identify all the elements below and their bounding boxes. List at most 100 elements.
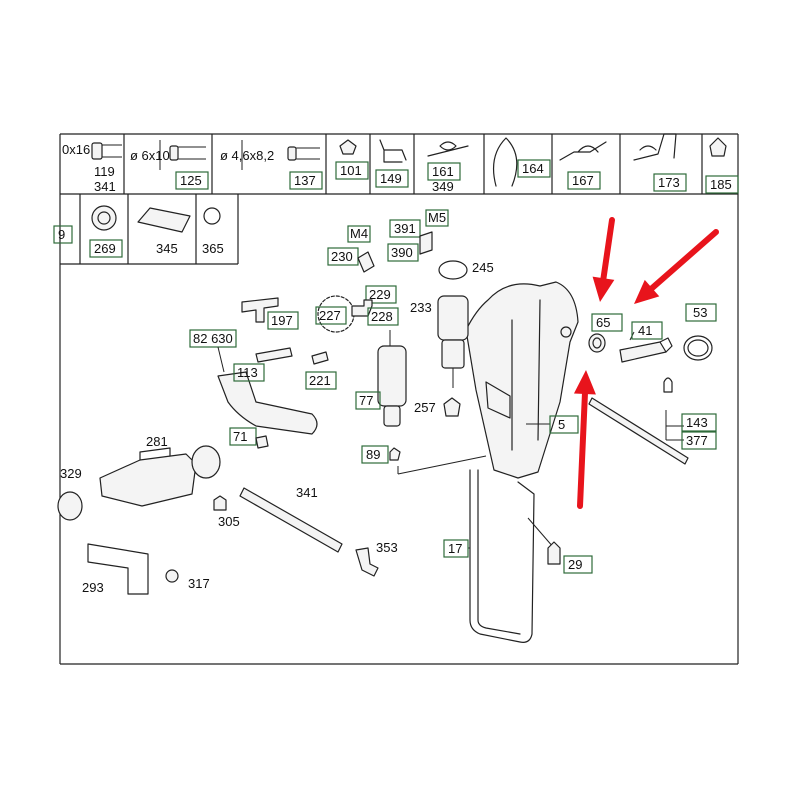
part-82630: 82 630 — [189, 329, 318, 435]
part-number: 119 — [94, 164, 115, 179]
part-230: M4 230 — [327, 225, 375, 273]
callout-label: M4 — [350, 226, 368, 241]
part-71: 71 — [229, 427, 269, 449]
box-label: 173 — [658, 175, 680, 190]
callout-label: 89 — [366, 447, 380, 462]
row2-cell-269: 269 — [89, 205, 123, 258]
part-number: 341 — [94, 179, 116, 194]
callout-label: 71 — [233, 429, 247, 444]
part-317: 317 — [165, 569, 210, 591]
callout-label: 82 630 — [193, 331, 233, 346]
row2-cell-345: 345 — [137, 207, 191, 256]
label: 293 — [82, 580, 104, 595]
arrow-1-head — [592, 276, 615, 302]
callout-label: 390 — [391, 245, 413, 260]
box-label: 137 — [294, 173, 316, 188]
washer-reservoir — [465, 281, 579, 479]
part-113: 113 — [233, 347, 293, 382]
callout-label: 5 — [558, 417, 565, 432]
box-label: 164 — [522, 161, 544, 176]
header-cell-137: ø 4,6x8,2 137 — [220, 140, 323, 190]
label: 341 — [296, 485, 318, 500]
callout-label: 197 — [271, 313, 293, 328]
label: 257 — [414, 400, 436, 415]
part-353: 353 — [355, 540, 398, 577]
callout-label: 77 — [359, 393, 373, 408]
header-cell-164: 164 — [493, 137, 551, 187]
callout-label: 17 — [448, 541, 462, 556]
part-293: 293 — [82, 543, 149, 595]
callout-label: 29 — [568, 557, 582, 572]
part-53: 53 — [683, 303, 717, 361]
part-305: 305 — [213, 495, 240, 529]
row2-cell-9: 9 — [53, 225, 73, 244]
header-cell-101: 101 — [335, 139, 369, 180]
callout-label: 41 — [638, 323, 652, 338]
box-label: 101 — [340, 163, 362, 178]
size-text: ø 6x10 — [130, 148, 170, 163]
label: 233 — [410, 300, 432, 315]
label: 281 — [146, 434, 168, 449]
header-cell-149: 149 — [375, 139, 409, 188]
part-257: 257 — [414, 397, 461, 417]
box-label: 269 — [94, 241, 116, 256]
callout-5: 5 — [526, 415, 579, 434]
part-label: 345 — [156, 241, 178, 256]
label: 305 — [218, 514, 240, 529]
parts-grid — [59, 133, 739, 665]
arrow-3-shaft — [577, 390, 588, 509]
part-17: 17 — [443, 469, 535, 643]
part-29: 29 — [527, 517, 593, 574]
callout-label: 53 — [693, 305, 707, 320]
box-label: 185 — [710, 177, 732, 192]
header-cell-185: 185 — [705, 137, 739, 194]
callout-label: 227 — [319, 308, 341, 323]
callout-label: M5 — [428, 210, 446, 225]
row2-cell-365: 365 — [202, 207, 224, 256]
box-label: 167 — [572, 173, 594, 188]
part-227-229: 229 227 228 — [315, 285, 399, 333]
callout-label: 143 — [686, 415, 708, 430]
part-197: 197 — [241, 297, 299, 330]
arrow-1-shaft — [600, 217, 615, 282]
part-label: 365 — [202, 241, 224, 256]
box-label: 9 — [58, 227, 65, 242]
part-77: 77 — [355, 330, 407, 427]
callout-label: 229 — [369, 287, 391, 302]
callout-label: 221 — [309, 373, 331, 388]
arrow-3-head — [573, 370, 596, 395]
callout-label: 377 — [686, 433, 708, 448]
red-arrows — [573, 217, 719, 509]
callout-label: 391 — [394, 221, 416, 236]
label: 329 — [60, 466, 82, 481]
callout-label: 65 — [596, 315, 610, 330]
label: 317 — [188, 576, 210, 591]
box-label: 125 — [180, 173, 202, 188]
header-cell-0x16: 0x16 119 341 — [62, 142, 122, 194]
header-cell-173: 173 — [633, 133, 687, 192]
callout-label: 230 — [331, 249, 353, 264]
box-label: 161 — [432, 164, 454, 179]
sub-label: 349 — [432, 179, 454, 194]
arrow-2-head — [634, 279, 660, 304]
part-143-377: 143 377 — [588, 377, 717, 465]
header-cell-167: 167 — [559, 141, 607, 190]
size-text: ø 4,6x8,2 — [220, 148, 274, 163]
part-341: 341 — [239, 485, 343, 553]
part-41: 41 — [619, 321, 673, 363]
callout-label: 228 — [371, 309, 393, 324]
part-390-391: M5 391 390 245 — [387, 209, 494, 280]
box-label: 149 — [380, 171, 402, 186]
part-329: 329 — [57, 466, 83, 521]
part-281: 281 — [99, 434, 221, 507]
part-233: 233 — [410, 295, 469, 388]
part-221: 221 — [305, 351, 337, 390]
arrow-2-shaft — [649, 229, 719, 292]
part-89: 89 — [361, 445, 487, 475]
part-65: 65 — [588, 313, 623, 353]
callout-label: 113 — [237, 365, 258, 380]
size-text: 0x16 — [62, 142, 90, 157]
label: 353 — [376, 540, 398, 555]
header-cell-161: 161 349 — [427, 141, 469, 194]
